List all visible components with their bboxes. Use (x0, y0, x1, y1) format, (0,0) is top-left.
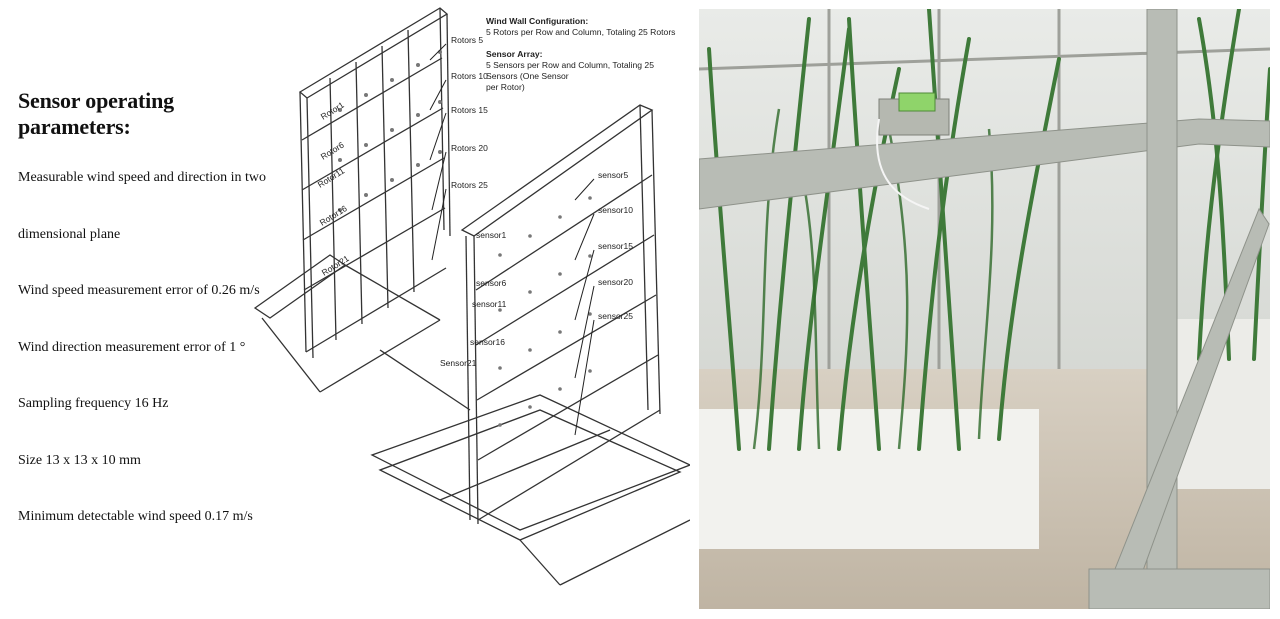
wall-config-text: 5 Rotors per Row and Column, Totaling 25… (486, 27, 676, 37)
sensor-array-title: Sensor Array: (486, 49, 543, 59)
rotor-label: Rotors 25 (451, 180, 488, 190)
sensor-array-text: 5 Sensors per Row and Column, Totaling 2… (486, 60, 654, 81)
sensor-label: sensor1 (476, 230, 507, 240)
photo-rice-plants-frame (699, 9, 1270, 609)
sensor-label: sensor5 (598, 170, 629, 180)
sensor-label: sensor11 (472, 299, 507, 309)
sensor-dots (498, 196, 592, 427)
wind-wall-diagram: Rotors 5 Rotors 10 Rotors 15 Rotors 20 R… (253, 7, 690, 586)
sensor-label: sensor25 (598, 311, 633, 321)
rotor-dots (338, 50, 442, 212)
rotor-inside-label: Rotor11 (316, 165, 347, 189)
sensor-label: Sensor21 (440, 358, 477, 368)
wall-config-title: Wind Wall Configuration: (486, 16, 589, 26)
sensor-label: sensor10 (598, 205, 633, 215)
param-line: Measurable wind speed and direction in t… (18, 170, 267, 185)
param-line: dimensional plane (18, 226, 121, 242)
sensor-label: sensor15 (598, 241, 633, 251)
sensor-label: sensor6 (476, 278, 507, 288)
rotor-label: Rotors 20 (451, 143, 488, 153)
rotor-label: Rotors 10 (451, 71, 488, 81)
param-line: Wind direction measurement error of 1 ° (18, 339, 246, 355)
sensor-label: sensor16 (470, 337, 505, 347)
configuration-notes: Wind Wall Configuration: 5 Rotors per Ro… (486, 16, 686, 104)
param-line: Size 13 x 13 x 10 mm (18, 452, 141, 468)
parameters-title: Sensor operating parameters: (18, 88, 174, 139)
label-leaders (429, 43, 595, 436)
sensor-array-text: per Rotor) (486, 82, 525, 92)
param-line: Minimum detectable wind speed 0.17 m/s (18, 509, 253, 524)
param-line: Wind speed measurement error of 0.26 m/s (18, 283, 260, 298)
rotor-label: Rotors 5 (451, 35, 483, 45)
sensor-label: sensor20 (598, 277, 633, 287)
parameters-panel: Sensor operating parameters: Measurable … (18, 88, 267, 566)
param-line: Sampling frequency 16 Hz (18, 396, 169, 411)
wind-wall-frame (253, 7, 690, 586)
rotor-label: Rotors 15 (451, 105, 488, 115)
